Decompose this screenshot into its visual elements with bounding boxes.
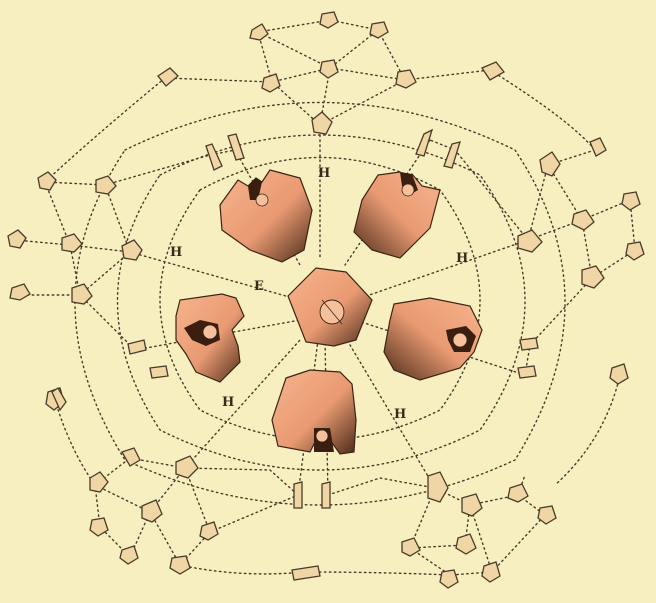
ossicle bbox=[10, 284, 30, 300]
ossicle bbox=[626, 242, 644, 260]
ossicle bbox=[610, 364, 628, 384]
ossicle bbox=[482, 62, 504, 80]
ossicle bbox=[250, 24, 268, 40]
central-plate bbox=[288, 268, 372, 346]
ossicle bbox=[518, 366, 536, 378]
radial-plate-upper-right bbox=[354, 172, 440, 258]
ossicle bbox=[538, 506, 556, 524]
ossicle bbox=[428, 472, 448, 502]
ossicle bbox=[262, 74, 280, 92]
ossicle bbox=[402, 538, 420, 556]
ossicle bbox=[370, 22, 388, 38]
ossicle bbox=[456, 534, 476, 554]
ossicle bbox=[462, 494, 482, 516]
ossicle bbox=[416, 130, 432, 156]
ossicle bbox=[322, 482, 330, 508]
label-h-left: H bbox=[170, 245, 182, 260]
ossicle bbox=[142, 500, 162, 522]
ossicle bbox=[90, 518, 108, 536]
label-e: E bbox=[254, 279, 264, 294]
ossicle bbox=[320, 12, 338, 28]
radial-plate-left bbox=[176, 294, 244, 382]
ossicle bbox=[96, 176, 116, 194]
ossicle bbox=[518, 230, 542, 252]
ossicle bbox=[320, 60, 338, 78]
radial-plate-bottom bbox=[272, 370, 356, 454]
ossicle bbox=[292, 566, 320, 580]
ossicle bbox=[440, 570, 458, 588]
ossicle bbox=[158, 68, 178, 86]
ossicle bbox=[312, 112, 332, 134]
ossicle bbox=[90, 472, 108, 492]
ossicle bbox=[72, 284, 92, 304]
radial-plate-right bbox=[384, 298, 482, 380]
ossicle bbox=[128, 340, 146, 354]
label-h-bottom-right: H bbox=[394, 407, 406, 422]
ossicle bbox=[590, 138, 606, 156]
radial-plates bbox=[176, 170, 482, 454]
ossicle bbox=[206, 144, 222, 170]
ossicle bbox=[122, 240, 142, 260]
label-h-bottom-left: H bbox=[222, 395, 234, 410]
ossicle bbox=[540, 152, 560, 176]
radial-plate-upper-left bbox=[220, 170, 312, 262]
label-h-top: H bbox=[318, 166, 330, 181]
ossicle bbox=[150, 366, 168, 378]
ossicle bbox=[170, 556, 190, 574]
ossicle bbox=[582, 266, 604, 288]
ossicle bbox=[482, 562, 500, 582]
ossicle bbox=[38, 172, 56, 190]
ossicle bbox=[572, 210, 594, 230]
ossicle bbox=[62, 234, 82, 252]
ossicle bbox=[396, 70, 416, 88]
ossicle bbox=[622, 192, 640, 210]
ossicle bbox=[8, 230, 26, 248]
ossicle bbox=[294, 482, 302, 508]
ossicle bbox=[176, 456, 198, 478]
ossicle bbox=[520, 338, 538, 350]
ossicle bbox=[200, 522, 218, 540]
ossicle bbox=[122, 448, 140, 466]
label-h-right: H bbox=[456, 251, 468, 266]
ossicle bbox=[120, 546, 138, 564]
ossicle bbox=[508, 484, 528, 502]
